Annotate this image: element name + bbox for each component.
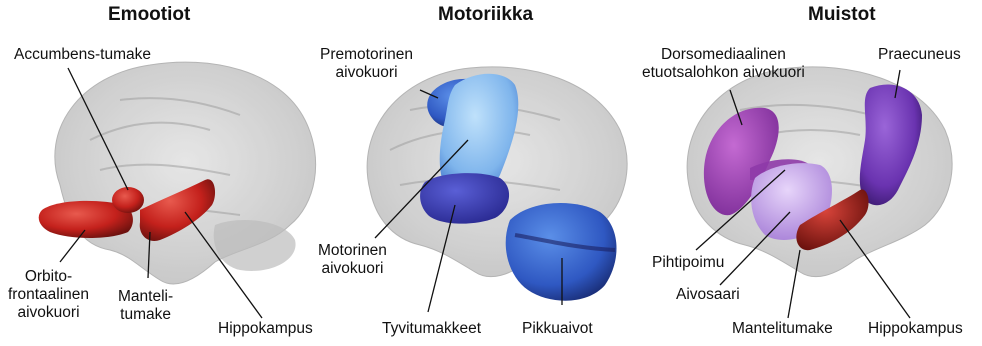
panel-title: Motoriikka [438,4,533,26]
label-insula: Aivosaari [676,286,740,304]
label-accumbens: Accumbens-tumake [14,46,151,64]
label-amygdala: Manteli- tumake [118,288,173,324]
label-motor: Motorinen aivokuori [318,242,387,278]
basal-ganglia-region [420,173,509,224]
label-hippocampus: Hippokampus [868,320,963,338]
label-cingulate: Pihtipoimu [652,254,724,272]
label-precuneus: Praecuneus [878,46,961,64]
label-orbitofrontal: Orbito- frontaalinen aivokuori [8,268,89,322]
panel-memory: Muistot Dorsomediaalinen etuotsalohkon a… [650,0,982,346]
label-premotor: Premotorinen aivokuori [320,46,413,82]
panel-title: Muistot [808,4,876,26]
label-dmpfc: Dorsomediaalinen etuotsalohkon aivokuori [642,46,805,82]
label-basal-ganglia: Tyvitumakkeet [382,320,481,338]
accumbens-region [112,187,144,213]
label-hippocampus: Hippokampus [218,320,313,338]
label-amygdala: Mantelitumake [732,320,833,338]
cerebellum-region [506,203,617,301]
panel-motor: Motoriikka Premotorinen aivokuori Motori… [330,0,650,346]
label-cerebellum: Pikkuaivot [522,320,593,338]
panel-title: Emootiot [108,4,190,26]
panel-emotions: Emootiot Accumbens-tumake Orbito- fronta… [0,0,330,346]
